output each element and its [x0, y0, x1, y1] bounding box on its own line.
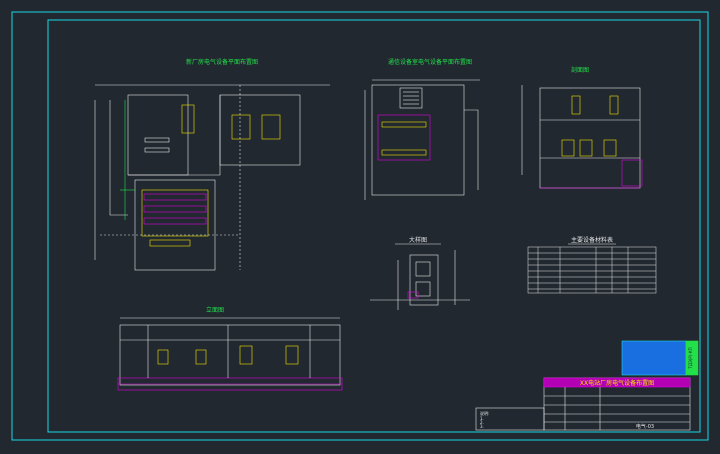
table-frame	[527, 246, 657, 294]
cabinet	[603, 139, 617, 157]
detail-title: 大样图	[409, 236, 427, 244]
equipment-zone	[377, 114, 431, 161]
section-c-title: 剖面图	[571, 66, 589, 74]
section-outline	[539, 87, 641, 189]
notes-frame	[475, 407, 545, 431]
panel-row	[143, 217, 207, 225]
elevation-e	[117, 317, 343, 391]
cabinet	[195, 349, 207, 365]
section-c	[521, 85, 643, 189]
cabinet	[239, 345, 253, 365]
cable-trench	[621, 159, 643, 187]
drawing-number: 电气-03	[636, 423, 654, 430]
plan-b-title: 通信设备室电气设备平面布置图	[388, 58, 472, 66]
wall-line	[128, 95, 221, 176]
project-name: XX电站厂房电气设备布置图	[580, 379, 654, 387]
detail-d	[370, 250, 470, 310]
notes-heading: 说明:	[480, 410, 489, 416]
room-outline	[134, 179, 216, 271]
elevation-title: 立面图	[206, 306, 224, 314]
cabinet	[609, 95, 619, 115]
cabinet	[261, 114, 281, 140]
title-banner	[543, 377, 691, 388]
wall-line	[464, 109, 479, 190]
room-outline	[371, 84, 465, 196]
table-title: 主要设备材料表	[571, 236, 613, 244]
panel-row	[143, 205, 207, 213]
green-strip	[685, 340, 699, 376]
panel-row	[149, 239, 191, 247]
note-line: 3.	[480, 424, 484, 429]
detail-box	[415, 281, 431, 297]
room-outline	[127, 94, 189, 176]
detail-box	[415, 261, 431, 277]
stair	[399, 87, 423, 109]
panel-row	[143, 193, 207, 201]
cabinet	[181, 104, 195, 134]
cable-trench	[407, 291, 419, 299]
fixture	[144, 147, 170, 153]
detail-outline	[409, 254, 439, 306]
note-line: 1.	[480, 416, 484, 421]
cabinet	[231, 114, 251, 140]
outer-border	[11, 11, 709, 441]
panel-row	[381, 121, 427, 128]
cabinet	[561, 139, 575, 157]
blue-stamp	[621, 340, 687, 376]
plan-b	[364, 79, 480, 200]
cabinet	[571, 95, 581, 115]
wall-line	[109, 100, 128, 216]
elevation-outline	[119, 324, 341, 386]
panel-row	[381, 149, 427, 156]
note-line: 2.	[480, 420, 484, 425]
cabinet	[285, 345, 299, 365]
plan-a-title: 新厂房电气设备平面布置图	[186, 58, 258, 66]
equipment-table	[527, 246, 657, 294]
side-label: ТДЭ(Р)-КП	[688, 347, 693, 369]
equipment-zone	[141, 189, 209, 237]
cabinet	[157, 349, 169, 365]
title-block	[475, 340, 699, 431]
plan-a	[94, 84, 330, 271]
fixture	[144, 137, 170, 143]
cabinet	[579, 139, 593, 157]
inner-border	[47, 19, 701, 433]
